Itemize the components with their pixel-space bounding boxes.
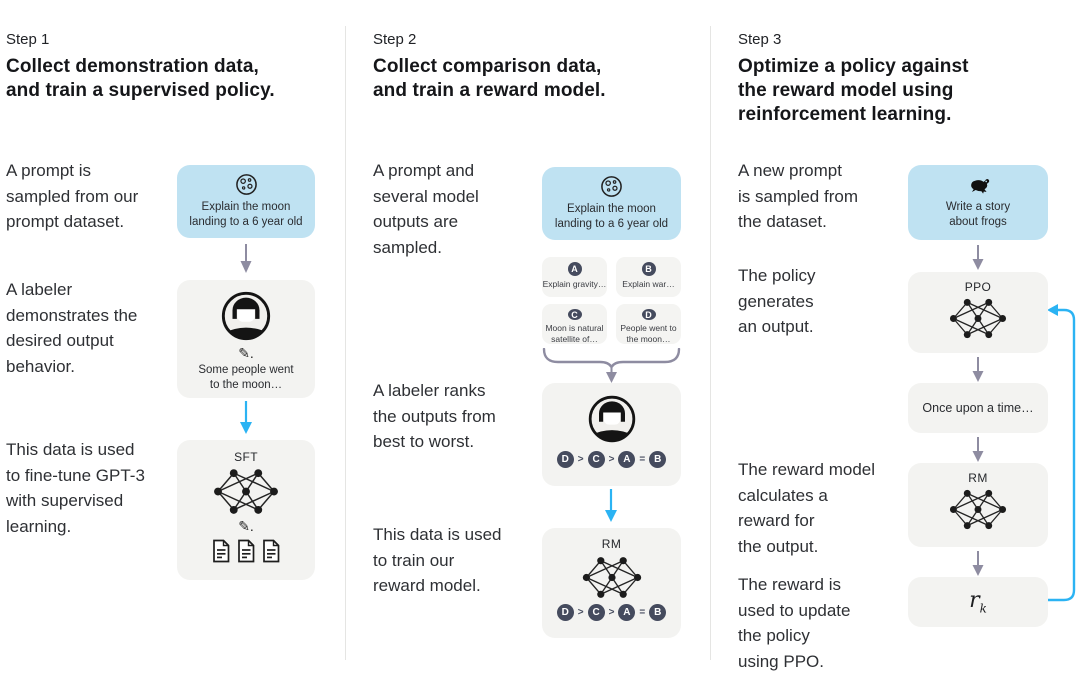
step2-prompt-card: Explain the moon landing to a 6 year old <box>542 167 681 240</box>
frog-icon <box>971 178 990 194</box>
output-text-c: Moon is natural satellite of… <box>545 323 604 344</box>
step2-title: Collect comparison data, and train a rew… <box>373 56 606 101</box>
ranking-operator: > <box>608 454 615 465</box>
documents-icon <box>211 539 281 563</box>
ranking-badge: A <box>618 451 636 468</box>
labeler-icon <box>588 395 635 443</box>
arrow-down-icon <box>971 551 985 582</box>
step1-demonstration-text: Some people went to the moon… <box>198 364 294 391</box>
step1-prompt-card: Explain the moon landing to a 6 year old <box>177 165 315 238</box>
moon-icon <box>235 174 257 195</box>
output-badge-d: D <box>641 309 656 320</box>
step1-labeler-card: ✎. Some people went to the moon… <box>177 280 315 398</box>
column-divider <box>345 26 346 660</box>
sft-label: SFT <box>234 450 258 464</box>
labeler-icon <box>221 291 271 341</box>
step1-sft-card: SFT ✎. <box>177 440 315 580</box>
ranking-badge: C <box>587 451 605 468</box>
output-badge-b: B <box>641 262 656 276</box>
output-badge-a: A <box>567 262 582 276</box>
arrow-down-icon <box>239 244 253 279</box>
step3-paragraph-reward-model: The reward model calculates a reward for… <box>738 460 876 556</box>
ranking-badge: D <box>556 604 574 621</box>
step3-reward-card: rk <box>908 577 1048 627</box>
ranking-badge: D <box>556 451 574 468</box>
output-box-a: A Explain gravity… <box>542 257 607 297</box>
step2-paragraph-data: This data is used to train our reward mo… <box>373 525 502 595</box>
step2-prompt-text: Explain the moon landing to a 6 year old <box>554 203 669 230</box>
ranking-operator: = <box>639 454 646 465</box>
feedback-loop-arrow-icon <box>1046 300 1080 617</box>
neural-network-icon <box>949 298 1007 339</box>
ranking-badge: C <box>587 604 605 621</box>
step3-ppo-card: PPO <box>908 272 1048 353</box>
step3-prompt-card: Write a story about frogs <box>908 165 1048 240</box>
step1-paragraph-data: This data is used to fine-tune GPT-3 wit… <box>6 440 145 536</box>
step3-paragraph-prompt: A new prompt is sampled from the dataset… <box>738 161 858 231</box>
column-divider <box>710 26 711 660</box>
output-text-d: People went to the moon… <box>620 323 677 344</box>
step2-rm-card: RM D>C>A=B <box>542 528 681 638</box>
step2-paragraph-labeler: A labeler ranks the outputs from best to… <box>373 381 496 451</box>
ranking-badge: B <box>649 451 667 468</box>
output-text-a: Explain gravity… <box>542 279 607 289</box>
neural-network-icon <box>949 489 1007 530</box>
step3-paragraph-reward-update: The reward is used to update the policy … <box>738 575 851 671</box>
step1-paragraph-labeler: A labeler demonstrates the desired outpu… <box>6 280 138 376</box>
pencil-icon: ✎. <box>238 518 254 534</box>
neural-network-icon <box>582 557 641 598</box>
ranking-row: D>C>A=B <box>556 604 667 621</box>
step3-title: Optimize a policy against the reward mod… <box>738 56 969 125</box>
output-box-c: C Moon is natural satellite of… <box>542 304 607 344</box>
arrow-down-blue-icon <box>239 401 253 440</box>
step1-title: Collect demonstration data, and train a … <box>6 56 275 101</box>
ranking-row: D>C>A=B <box>556 451 667 468</box>
output-badge-c: C <box>567 309 582 320</box>
output-box-b: B Explain war… <box>616 257 681 297</box>
ranking-operator: > <box>608 607 615 618</box>
ranking-badge: A <box>618 604 636 621</box>
moon-icon <box>601 176 622 197</box>
step2-label: Step 2 <box>373 31 417 48</box>
ranking-operator: = <box>639 607 646 618</box>
arrow-down-icon <box>971 245 985 276</box>
step3-paragraph-policy: The policy generates an output. <box>738 266 816 336</box>
step2-labeler-card: D>C>A=B <box>542 383 681 486</box>
step3-label: Step 3 <box>738 31 782 48</box>
step3-output-card: Once upon a time… <box>908 383 1048 433</box>
ppo-label: PPO <box>964 280 992 294</box>
step3-prompt-text: Write a story about frogs <box>945 200 1011 228</box>
ranking-operator: > <box>577 454 584 465</box>
step1-label: Step 1 <box>6 31 50 48</box>
arrow-down-icon <box>971 357 985 388</box>
arrow-down-icon <box>971 437 985 468</box>
output-text-b: Explain war… <box>622 279 675 289</box>
step3-rm-card: RM <box>908 463 1048 547</box>
step1-prompt-text: Explain the moon landing to a 6 year old <box>189 201 303 228</box>
rm-label: RM <box>601 537 622 551</box>
step1-paragraph-prompt: A prompt is sampled from our prompt data… <box>6 161 139 231</box>
policy-output-text: Once upon a time… <box>922 401 1034 415</box>
rm-label: RM <box>968 471 988 485</box>
pencil-icon: ✎. <box>238 345 254 361</box>
output-box-d: D People went to the moon… <box>616 304 681 344</box>
ranking-badge: B <box>649 604 667 621</box>
reward-symbol: rk <box>969 588 987 616</box>
arrow-down-blue-icon <box>604 489 618 528</box>
neural-network-icon <box>214 469 278 514</box>
brace-merge-arrow-icon <box>542 347 681 389</box>
step2-paragraph-prompt: A prompt and several model outputs are s… <box>373 161 479 257</box>
ranking-operator: > <box>577 607 584 618</box>
